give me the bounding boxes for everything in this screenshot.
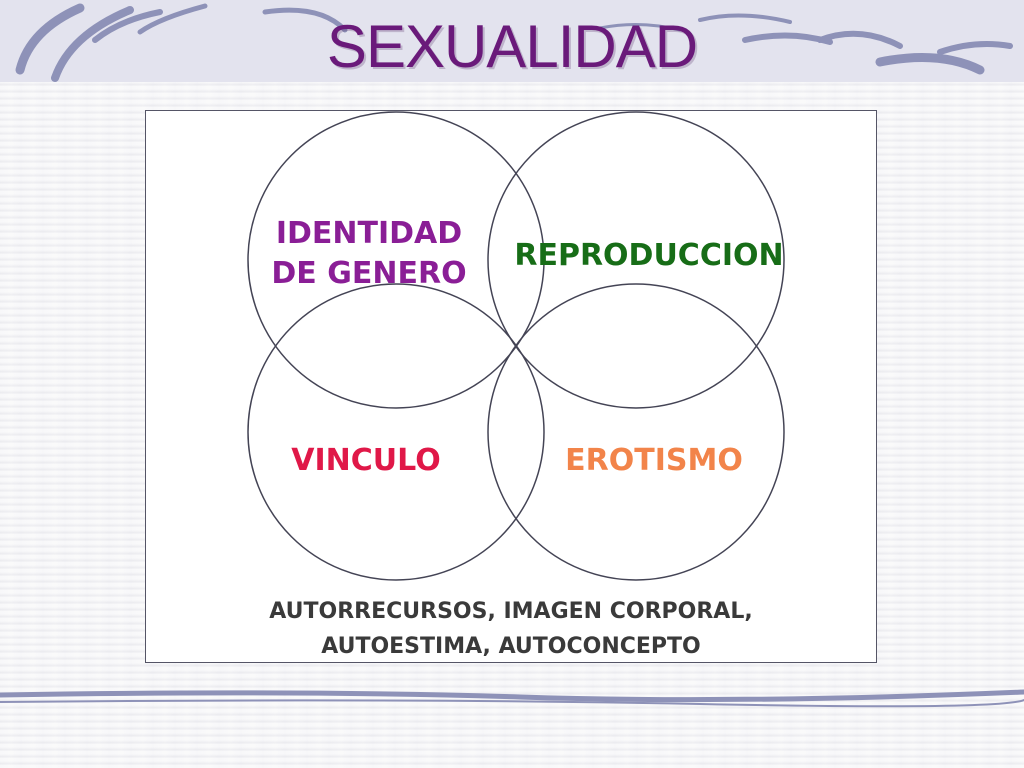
footer-caption: AUTORRECURSOS, IMAGEN CORPORAL, AUTOESTI… xyxy=(145,594,877,664)
circle-reproduccion xyxy=(487,111,785,409)
label-identidad-line2: DE GENERO xyxy=(271,256,467,291)
footer-line2: AUTOESTIMA, AUTOCONCEPTO xyxy=(321,634,701,659)
header-band xyxy=(0,0,1024,82)
footer-line1: AUTORRECURSOS, IMAGEN CORPORAL, xyxy=(269,599,753,624)
label-identidad-de-genero: IDENTIDAD DE GENERO xyxy=(258,214,480,294)
label-reproduccion: REPRODUCCION xyxy=(514,238,784,273)
diagram-frame xyxy=(145,110,877,663)
label-erotismo: EROTISMO xyxy=(565,443,743,478)
circle-identidad xyxy=(247,111,545,409)
circle-vinculo xyxy=(247,283,545,581)
label-vinculo: VINCULO xyxy=(291,443,441,478)
slide-title: SEXUALIDAD xyxy=(326,13,698,80)
label-identidad-line1: IDENTIDAD xyxy=(275,216,463,251)
circle-erotismo xyxy=(487,283,785,581)
